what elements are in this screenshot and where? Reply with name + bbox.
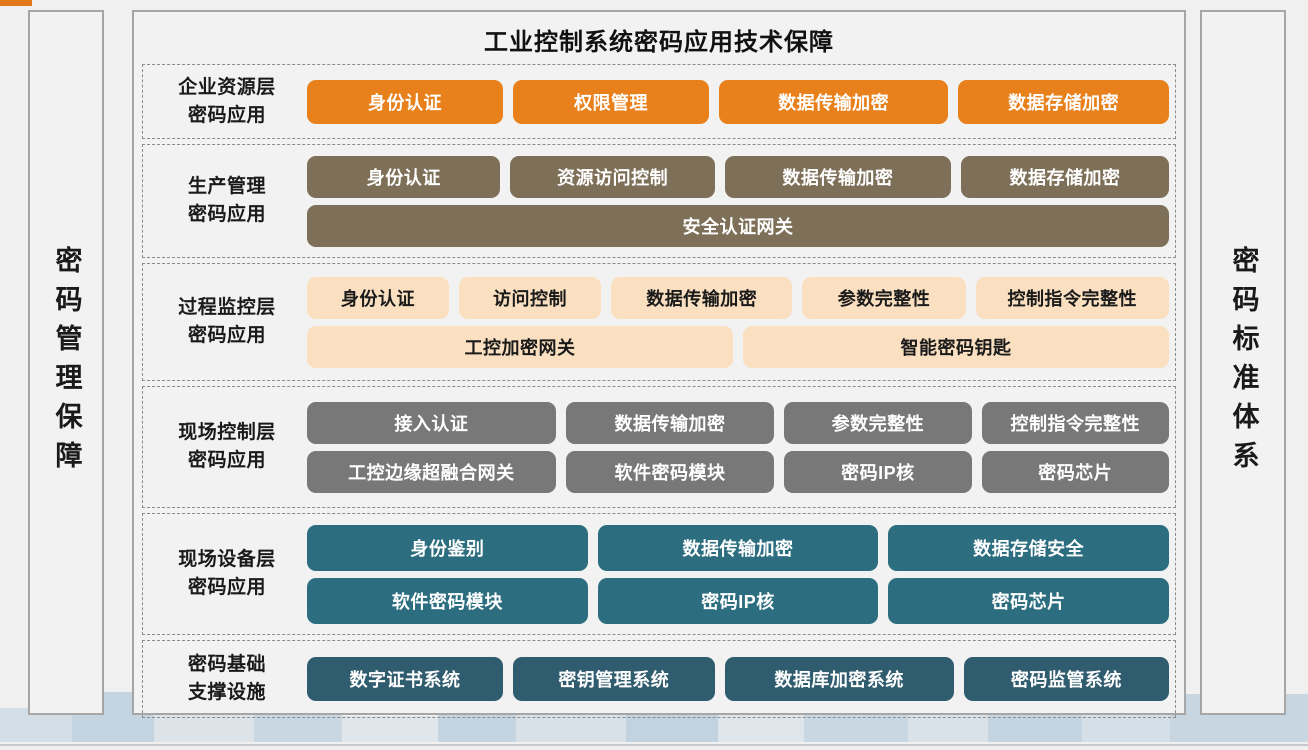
capability-pill[interactable]: 身份认证: [307, 79, 504, 124]
bottom-decoration-band: [0, 670, 1308, 742]
layer-4-label-line-2: 密码应用: [187, 450, 266, 471]
center-panel: 工业控制系统密码应用技术保障 企业资源层密码应用身份认证权限管理数据传输加密数据…: [132, 10, 1186, 718]
capability-pill[interactable]: 数据存储安全: [888, 524, 1170, 571]
layer-2-row-2: 安全认证网关: [307, 204, 1169, 247]
bottom-rule: [0, 744, 1308, 746]
capability-pill[interactable]: 数据传输加密: [611, 276, 793, 319]
layer-2-label-line-1: 生产管理: [187, 176, 266, 198]
layer-5-label: 现场设备层密码应用: [147, 546, 307, 601]
capability-pill[interactable]: 访问控制: [459, 276, 602, 319]
layer-2-body: 身份认证资源访问控制数据传输加密数据存储加密安全认证网关: [307, 155, 1169, 247]
layer-3: 过程监控层密码应用身份认证访问控制数据传输加密参数完整性控制指令完整性工控加密网…: [142, 263, 1176, 381]
left-panel-crypto-management[interactable]: 密码管理保障: [28, 10, 104, 715]
layer-3-label-line-2: 密码应用: [187, 325, 266, 346]
layer-1-label: 企业资源层密码应用: [147, 74, 307, 129]
layer-1-row-1: 身份认证权限管理数据传输加密数据存储加密: [307, 79, 1169, 124]
layer-6-label: 密码基础支撑设施: [147, 651, 307, 706]
capability-pill[interactable]: 参数完整性: [784, 401, 972, 444]
capability-pill[interactable]: 密码监管系统: [963, 657, 1169, 701]
capability-pill[interactable]: 软件密码模块: [565, 450, 775, 493]
band-stripe-8: [718, 714, 804, 742]
capability-pill[interactable]: 身份认证: [307, 155, 501, 198]
layer-6-label-line-1: 密码基础: [187, 654, 266, 676]
capability-pill[interactable]: 软件密码模块: [307, 577, 588, 624]
capability-pill[interactable]: 控制指令完整性: [975, 276, 1169, 319]
capability-pill[interactable]: 智能密码钥匙: [743, 325, 1169, 368]
page-title: 工业控制系统密码应用技术保障: [484, 29, 834, 56]
capability-pill[interactable]: 数据传输加密: [719, 79, 949, 124]
capability-pill[interactable]: 工控边缘超融合网关: [307, 450, 556, 493]
layer-4-row-2: 工控边缘超融合网关软件密码模块密码IP核密码芯片: [307, 450, 1169, 493]
layer-2-label-line-2: 密码应用: [187, 204, 266, 225]
layer-1: 企业资源层密码应用身份认证权限管理数据传输加密数据存储加密: [142, 64, 1176, 139]
capability-pill[interactable]: 数据存储加密: [961, 155, 1169, 198]
capability-pill[interactable]: 密码IP核: [597, 577, 879, 624]
capability-pill[interactable]: 身份认证: [307, 276, 450, 319]
capability-pill[interactable]: 参数完整性: [802, 276, 966, 319]
capability-pill[interactable]: 工控加密网关: [307, 325, 733, 368]
layer-5-label-line-1: 现场设备层: [178, 549, 276, 571]
layer-3-body: 身份认证访问控制数据传输加密参数完整性控制指令完整性工控加密网关智能密码钥匙: [307, 276, 1169, 368]
layer-3-row-2: 工控加密网关智能密码钥匙: [307, 325, 1169, 368]
left-panel-title: 密码管理保障: [51, 245, 82, 480]
layer-2-row-1: 身份认证资源访问控制数据传输加密数据存储加密: [307, 155, 1169, 198]
accent-bar: [0, 0, 32, 6]
capability-pill[interactable]: 密钥管理系统: [513, 657, 715, 701]
capability-pill[interactable]: 控制指令完整性: [981, 401, 1169, 444]
capability-pill[interactable]: 密码芯片: [888, 577, 1170, 624]
layer-5-label-line-2: 密码应用: [187, 577, 266, 598]
layer-4: 现场控制层密码应用接入认证数据传输加密参数完整性控制指令完整性工控边缘超融合网关…: [142, 386, 1176, 508]
layer-5: 现场设备层密码应用身份鉴别数据传输加密数据存储安全软件密码模块密码IP核密码芯片: [142, 513, 1176, 635]
layer-1-label-line-1: 企业资源层: [178, 76, 276, 98]
layer-1-label-line-2: 密码应用: [187, 104, 266, 126]
layer-1-body: 身份认证权限管理数据传输加密数据存储加密: [307, 79, 1169, 124]
capability-pill[interactable]: 安全认证网关: [307, 204, 1169, 247]
layer-5-row-1: 身份鉴别数据传输加密数据存储安全: [307, 524, 1170, 571]
layer-5-row-2: 软件密码模块密码IP核密码芯片: [307, 577, 1170, 624]
layer-5-body: 身份鉴别数据传输加密数据存储安全软件密码模块密码IP核密码芯片: [307, 524, 1170, 624]
capability-pill[interactable]: 数字证书系统: [307, 657, 504, 701]
band-stripe-6: [516, 710, 626, 742]
capability-pill[interactable]: 密码芯片: [981, 450, 1169, 493]
layer-stack: 企业资源层密码应用身份认证权限管理数据传输加密数据存储加密生产管理密码应用身份认…: [142, 64, 1176, 718]
layer-6-body: 数字证书系统密钥管理系统数据库加密系统密码监管系统: [307, 657, 1169, 701]
right-panel-crypto-standards[interactable]: 密码标准体系: [1200, 10, 1286, 715]
layer-4-body: 接入认证数据传输加密参数完整性控制指令完整性工控边缘超融合网关软件密码模块密码I…: [307, 401, 1169, 493]
layer-6-row-1: 数字证书系统密钥管理系统数据库加密系统密码监管系统: [307, 657, 1169, 701]
capability-pill[interactable]: 数据传输加密: [724, 155, 951, 198]
capability-pill[interactable]: 数据传输加密: [597, 524, 879, 571]
layer-2: 生产管理密码应用身份认证资源访问控制数据传输加密数据存储加密安全认证网关: [142, 144, 1176, 258]
layer-4-row-1: 接入认证数据传输加密参数完整性控制指令完整性: [307, 401, 1169, 444]
layer-4-label-line-1: 现场控制层: [178, 422, 276, 444]
layer-3-row-1: 身份认证访问控制数据传输加密参数完整性控制指令完整性: [307, 276, 1169, 319]
capability-pill[interactable]: 数据存储加密: [958, 79, 1169, 124]
capability-pill[interactable]: 数据传输加密: [565, 401, 775, 444]
capability-pill[interactable]: 接入认证: [307, 401, 556, 444]
capability-pill[interactable]: 身份鉴别: [307, 524, 588, 571]
layer-6-label-line-2: 支撑设施: [187, 682, 266, 703]
right-panel-title: 密码标准体系: [1228, 245, 1259, 480]
capability-pill[interactable]: 数据库加密系统: [724, 657, 954, 701]
layer-6: 密码基础支撑设施数字证书系统密钥管理系统数据库加密系统密码监管系统: [142, 640, 1176, 718]
capability-pill[interactable]: 密码IP核: [784, 450, 972, 493]
layer-3-label-line-1: 过程监控层: [178, 297, 276, 319]
capability-pill[interactable]: 权限管理: [513, 79, 710, 124]
layer-3-label: 过程监控层密码应用: [147, 294, 307, 349]
layer-2-label: 生产管理密码应用: [147, 173, 307, 228]
capability-pill[interactable]: 资源访问控制: [510, 155, 715, 198]
layer-4-label: 现场控制层密码应用: [147, 419, 307, 474]
band-stripe-4: [342, 716, 438, 742]
